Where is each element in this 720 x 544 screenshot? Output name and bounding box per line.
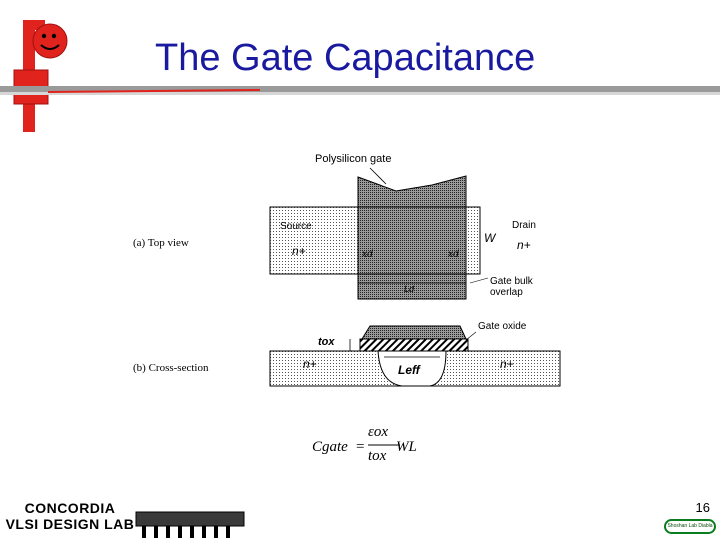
gate-oxide-label: Gate oxide xyxy=(478,321,527,332)
leff-label: Leff xyxy=(398,363,421,377)
lab-logo-line1: CONCORDIA xyxy=(24,500,116,516)
xd-right-label: xd xyxy=(447,249,459,260)
tox-label: tox xyxy=(318,336,335,348)
channel-region xyxy=(377,350,447,387)
slide-title: The Gate Capacitance xyxy=(155,37,536,79)
gate-bulk-overlap-label: Gate bulk overlap xyxy=(490,276,536,298)
drain-n-plus-label: n+ xyxy=(517,238,531,252)
source-label: Source xyxy=(280,221,312,232)
xd-left-label: xd xyxy=(361,249,373,260)
gate-poly-cross-section xyxy=(361,325,467,340)
chip-icon xyxy=(135,511,245,538)
width-label: W xyxy=(484,231,497,245)
page-number: 16 xyxy=(695,500,710,515)
lab-logo-line2: VLSI DESIGN LAB xyxy=(5,516,135,532)
lab-badge: Shoshan Lab Diabla xyxy=(664,519,716,534)
formula-denominator: tox xyxy=(368,448,387,464)
top-view-label: (a) Top view xyxy=(133,237,189,249)
ld-label: Ld xyxy=(404,284,415,294)
gate-oxide-layer xyxy=(359,338,469,352)
polysilicon-gate-label: Polysilicon gate xyxy=(315,153,391,165)
formula-lhs: Cgate xyxy=(312,439,348,455)
lab-logo-text: CONCORDIA VLSI DESIGN LAB xyxy=(0,500,140,532)
formula-factor: WL xyxy=(396,439,417,455)
right-n-plus-label: n+ xyxy=(500,357,514,371)
drain-label: Drain xyxy=(512,220,536,231)
cross-section-label: (b) Cross-section xyxy=(133,362,209,374)
formula-numerator: εox xyxy=(368,424,388,440)
formula-equals: = xyxy=(356,439,364,455)
smiley-flag-logo xyxy=(0,20,720,132)
gate-capacitance-formula: Cgate = εox tox WL xyxy=(312,424,417,464)
left-n-plus-label: n+ xyxy=(303,357,317,371)
source-n-plus-label: n+ xyxy=(292,244,306,258)
